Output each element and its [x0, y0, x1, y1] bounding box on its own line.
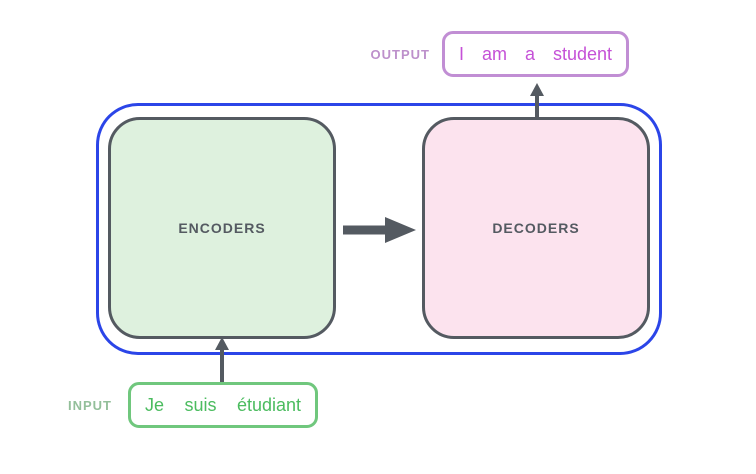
encoders-box: ENCODERS	[108, 117, 336, 339]
output-token: a	[524, 43, 535, 64]
output-token: I	[459, 43, 465, 64]
output-label: OUTPUT	[370, 47, 430, 62]
decoders-box-label: DECODERS	[492, 220, 580, 236]
input-token: Je	[145, 394, 165, 415]
output-box: I am a student	[442, 31, 629, 77]
transformer-container	[96, 103, 662, 355]
output-token: student	[552, 43, 612, 64]
input-token: suis	[184, 394, 217, 415]
output-token: am	[481, 43, 507, 64]
decoders-box: DECODERS	[422, 117, 650, 339]
input-box: Je suis étudiant	[128, 382, 318, 428]
input-label: INPUT	[68, 398, 112, 413]
encoders-box-label: ENCODERS	[178, 220, 266, 236]
input-token: étudiant	[236, 394, 301, 415]
